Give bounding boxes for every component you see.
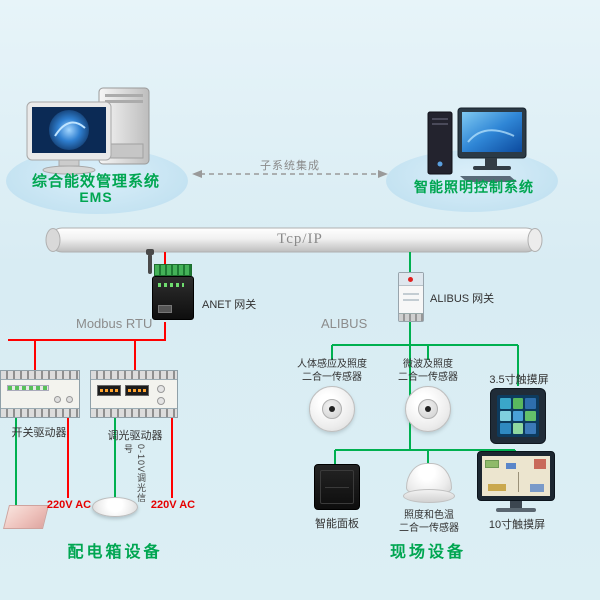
dim-driver-label: 调光驱动器 — [107, 430, 163, 442]
app-tile — [500, 398, 511, 409]
sensor-pir-device — [309, 386, 355, 432]
tablet-frame — [477, 451, 555, 501]
floorplan-zone — [506, 463, 516, 469]
app-tile — [525, 410, 536, 422]
floorplan-zone — [530, 484, 544, 492]
gateway-detail — [403, 293, 419, 295]
app-tile — [500, 423, 511, 434]
dim-signal-label: 0-10V调光信号 — [123, 444, 146, 504]
ems-title: 综合能效管理系统 — [31, 173, 160, 190]
tablet-base — [496, 508, 536, 512]
touchscreen-10-screen — [482, 456, 550, 496]
red-bus-lines — [8, 252, 173, 498]
sensor-pir-label-line2: 二合一传感器 — [302, 372, 362, 383]
app-tile — [512, 423, 524, 434]
lighting-computer-icon — [427, 107, 527, 182]
sensor-dot — [329, 406, 335, 412]
button — [54, 396, 61, 403]
ac-label-left: 220V AC — [46, 499, 92, 511]
device-face — [1, 381, 79, 407]
floorplan-zone — [485, 460, 499, 468]
touchscreen-10-label: 10寸触摸屏 — [488, 519, 546, 531]
ceiling-lamp-icon — [92, 497, 138, 517]
alibus-gateway-label: ALIBUS 网关 — [430, 293, 495, 305]
gateway-body — [152, 276, 194, 320]
led-indicators — [7, 385, 49, 391]
terminal-block — [154, 264, 192, 276]
sensor-lens — [418, 399, 438, 419]
gateway-cap — [399, 273, 423, 286]
left-group-label: 配电箱设备 — [67, 544, 163, 561]
device-face — [91, 381, 177, 407]
sensor-lux-cct-label: 照度和色温 二合一传感器 — [390, 509, 468, 535]
sensor-lux-cct-device — [403, 463, 455, 507]
switch-driver-device — [0, 370, 80, 418]
sensor-lens — [322, 399, 342, 419]
floorplan-zone — [488, 484, 506, 491]
gateway-detail — [403, 299, 419, 301]
sensor-microwave-device — [405, 386, 451, 432]
status-led — [408, 277, 413, 282]
switch-driver-label: 开关驱动器 — [11, 427, 67, 439]
terminal-row — [1, 371, 79, 380]
sensor-microwave-label-line1: 微波及照度 — [403, 359, 453, 370]
terminal-row — [91, 371, 177, 380]
app-tile — [525, 423, 536, 434]
floorplan-wall — [518, 472, 519, 492]
ems-subtitle: EMS — [79, 189, 113, 205]
integration-label: 子系统集成 — [260, 160, 320, 172]
tablet-stand — [510, 501, 522, 508]
touchscreen-10-device — [477, 451, 555, 513]
terminal-row — [1, 408, 79, 417]
sensor-lux-cct-label-line2: 二合一传感器 — [399, 523, 459, 534]
app-tile — [512, 398, 524, 409]
led-row — [158, 283, 184, 287]
sensor-lux-cct-label-line1: 照度和色温 — [404, 510, 454, 521]
anet-gateway-label: ANET 网关 — [202, 299, 257, 311]
antenna-icon — [146, 249, 154, 274]
sensor-microwave-label: 微波及照度 二合一传感器 — [388, 358, 468, 384]
touchscreen-35-label: 3.5寸触摸屏 — [489, 374, 549, 386]
sensor-microwave-label-line2: 二合一传感器 — [398, 372, 458, 383]
ems-computer-icon — [26, 87, 150, 175]
lighting-title: 智能照明控制系统 — [414, 179, 534, 195]
anet-gateway-device — [146, 249, 198, 322]
terminal-row — [399, 313, 423, 321]
ac-label-right: 220V AC — [150, 499, 196, 511]
button — [66, 396, 73, 403]
display — [97, 385, 121, 396]
app-tile — [500, 410, 511, 422]
terminal-row — [91, 408, 177, 417]
display — [125, 385, 149, 396]
smart-panel-label: 智能面板 — [315, 518, 359, 530]
floorplan-zone — [534, 459, 546, 469]
sensor-pir-label: 人体感应及照度 二合一传感器 — [292, 358, 372, 384]
sensor-dot — [425, 406, 431, 412]
touchscreen-35-device — [490, 388, 546, 444]
panel-face — [320, 470, 354, 504]
integration-arrow — [192, 170, 388, 178]
tcpip-pipe — [45, 227, 543, 253]
alibus-bus-label: ALIBUS — [321, 316, 368, 331]
sensor-pir-label-line1: 人体感应及照度 — [297, 359, 367, 370]
knob — [157, 385, 165, 393]
ethernet-port — [158, 305, 172, 313]
smart-panel-device — [314, 464, 360, 510]
modbus-bus-label: Modbus RTU — [76, 316, 153, 331]
tcpip-label: Tcp/IP — [277, 231, 323, 247]
app-tile — [525, 398, 536, 409]
right-group-label: 现场设备 — [389, 544, 466, 561]
panel-slot — [325, 487, 349, 488]
alibus-gateway-device — [398, 272, 424, 322]
dome-base — [403, 489, 455, 503]
knob — [157, 397, 165, 405]
dim-driver-device — [90, 370, 178, 418]
app-tile — [512, 410, 524, 422]
touchscreen-35-screen — [497, 395, 539, 437]
